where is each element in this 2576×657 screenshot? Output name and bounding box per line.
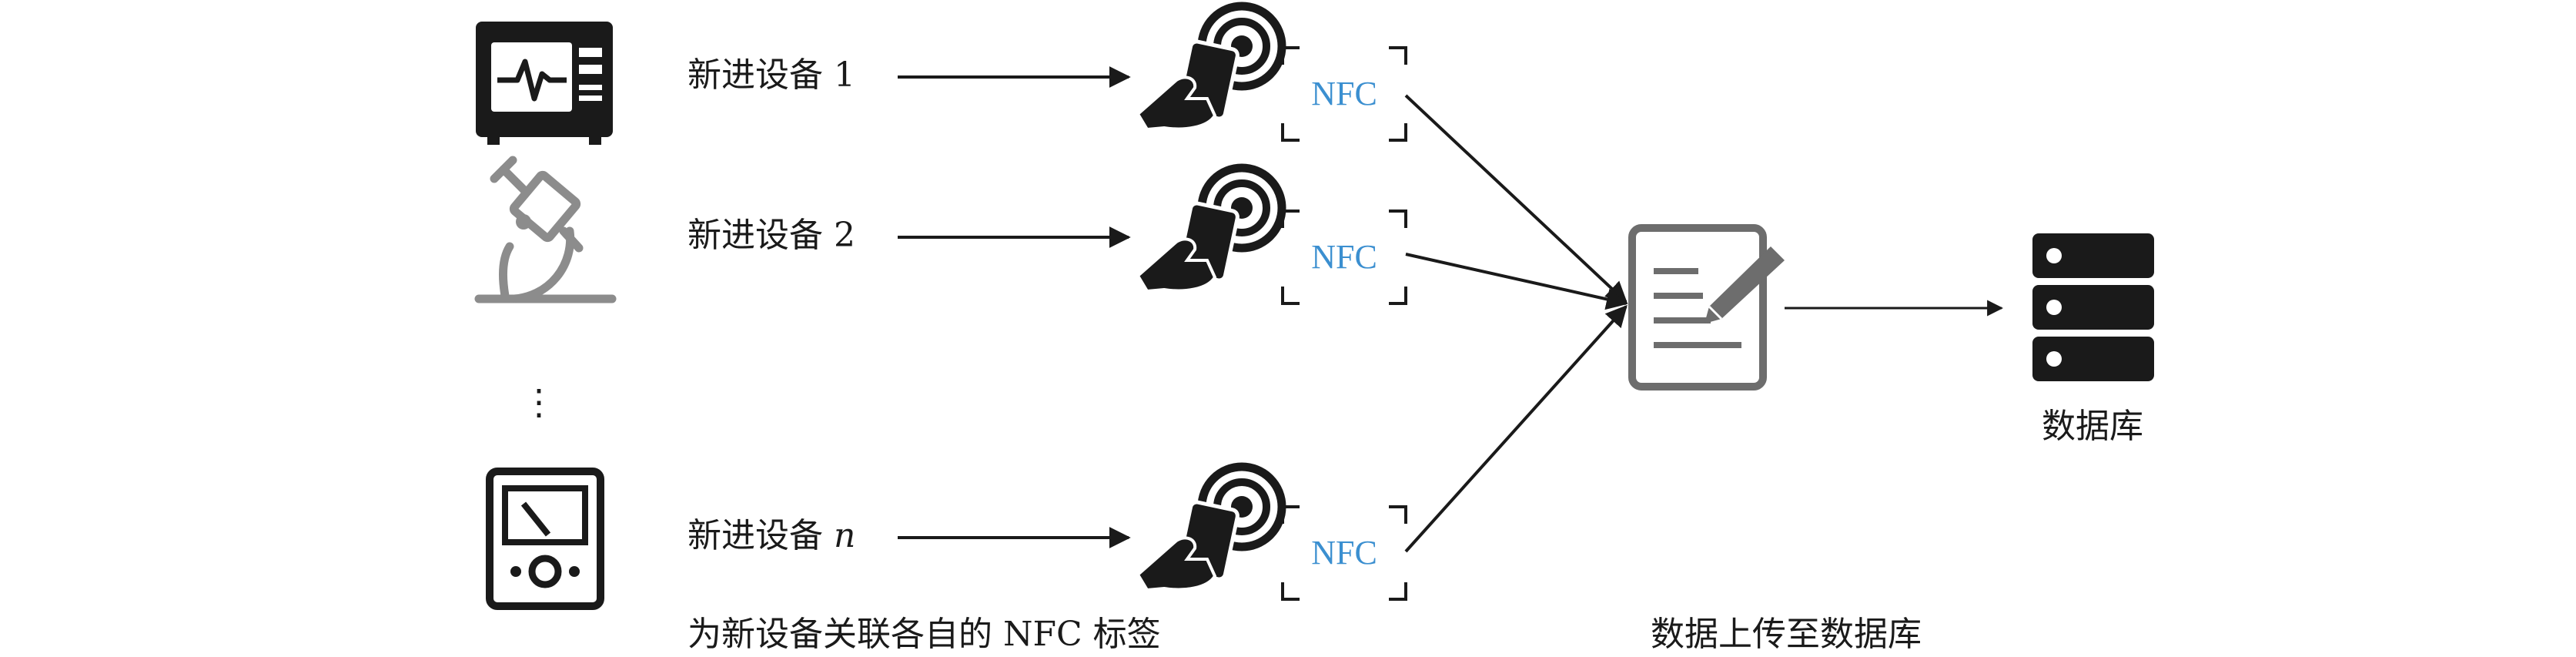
nfc-frame-1: NFC [1281, 46, 1407, 142]
arrow-nfc-n-to-doc [1404, 304, 1628, 553]
nfc-tap-icon-n [1136, 462, 1286, 592]
device-label-n-index: n [834, 516, 855, 555]
arrow-nfc-2-to-doc [1405, 253, 1628, 310]
nfc-frame-n: NFC [1281, 505, 1407, 601]
caption-right: 数据上传至数据库 [1651, 615, 1922, 654]
nfc-tap-icon-1 [1136, 2, 1286, 132]
ellipsis: ⋮ [521, 381, 557, 423]
nfc-label-2: NFC [1311, 238, 1377, 276]
caption-left: 为新设备关联各自的 NFC 标签 [687, 615, 1161, 654]
device-label-2: 新进设备 2 [687, 216, 855, 255]
microscope-icon [474, 156, 617, 303]
meter-icon [486, 468, 604, 610]
nfc-label-n: NFC [1311, 534, 1377, 572]
device-label-1-prefix: 新进设备 [687, 55, 834, 95]
database-label: 数据库 [2042, 407, 2143, 446]
device-label-1-index: 1 [834, 55, 855, 95]
device-label-2-index: 2 [834, 216, 855, 255]
device-label-1: 新进设备 1 [687, 55, 855, 95]
document-edit-icon [1628, 224, 1785, 391]
nfc-tap-icon-2 [1136, 163, 1286, 293]
nfc-frame-2: NFC [1281, 210, 1407, 305]
device-label-n: 新进设备 n [687, 516, 855, 555]
monitor-icon [476, 22, 613, 145]
arrow-nfc-1-to-doc [1404, 94, 1628, 303]
nfc-label-1: NFC [1311, 75, 1377, 112]
device-label-2-prefix: 新进设备 [687, 216, 834, 255]
database-server-icon [2032, 233, 2154, 381]
device-label-n-prefix: 新进设备 [687, 516, 834, 555]
